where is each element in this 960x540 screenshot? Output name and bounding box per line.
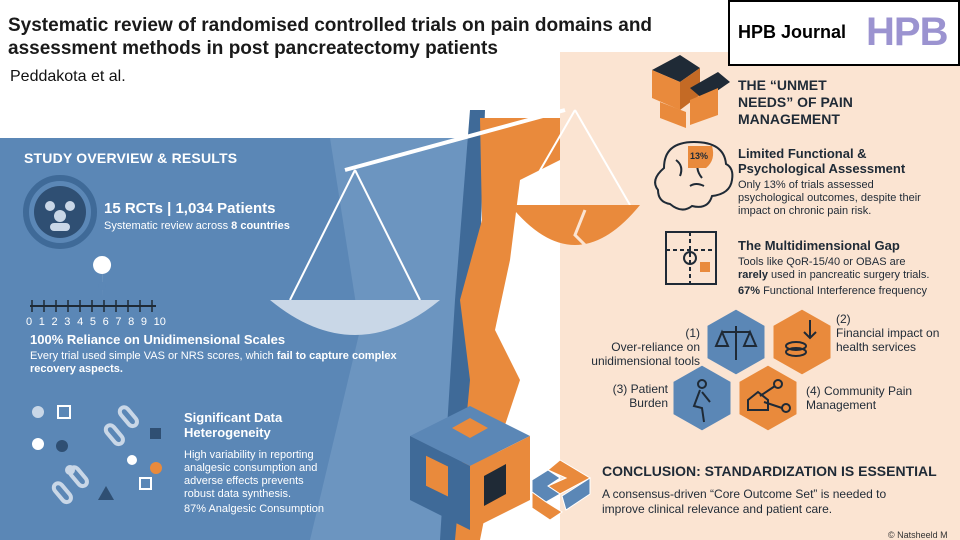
multidimensional-gap-text: Tools like QoR-15/40 or OBAS are rarely … — [738, 256, 930, 281]
heterogeneity-text: High variability in reporting analgesic … — [184, 449, 318, 500]
right-pan — [510, 205, 640, 245]
limited-assessment-text: Only 13% of trials assessed psychologica… — [738, 179, 921, 217]
woven-emblem-icon — [531, 459, 592, 521]
pan-crack — [573, 209, 590, 271]
unidimensional-text: Every trial used simple VAS or NRS score… — [30, 350, 397, 375]
hex-label-4: (4) Community Pain Management — [806, 384, 913, 412]
badge-shape — [688, 146, 714, 168]
hpb-logo: HPB — [866, 10, 948, 54]
conclusion-heading: CONCLUSION: STANDARDIZATION IS ESSENTIAL — [602, 463, 937, 479]
author-line: Peddakota et al. — [10, 68, 126, 85]
overview-heading: STUDY OVERVIEW & RESULTS — [24, 150, 238, 166]
journal-name: HPB Journal — [738, 22, 847, 42]
blueprint-icon — [665, 231, 717, 285]
page-title: Systematic review of randomised controll… — [8, 15, 653, 59]
isometric-cube-icon — [410, 406, 530, 530]
hex-4 — [736, 362, 800, 434]
heterogeneity-heading: Significant Data Heterogeneity — [184, 410, 283, 440]
unmet-needs-panel-background — [560, 52, 960, 540]
unidimensional-heading: 100% Reliance on Unidimensional Scales — [30, 332, 286, 347]
puzzle-cubes-icon — [652, 55, 730, 128]
hex-label-1: (1)Over-reliance on unidimensional tools — [591, 326, 700, 368]
countries-note: Systematic review across 8 countries — [104, 220, 290, 232]
balance-beam — [344, 108, 566, 172]
conclusion-text: A consensus-driven “Core Outcome Set” is… — [602, 487, 887, 516]
percent-badge: 13% — [690, 151, 709, 161]
community-icon — [747, 390, 769, 411]
functional-interference-stat: 67% Functional Interference frequency — [738, 285, 927, 297]
hex-3 — [670, 362, 734, 434]
rct-count: 15 RCTs | 1,034 Patients — [104, 200, 276, 217]
location-pin-icon — [93, 256, 112, 298]
limited-assessment-heading: Limited Functional & Psychological Asses… — [738, 146, 906, 176]
image-credit: © Natsheeld M — [888, 530, 948, 540]
patient-icon — [697, 379, 707, 389]
coins-icon — [785, 347, 807, 357]
heterogeneity-stat: 87% Analgesic Consumption — [184, 503, 325, 515]
hex-label-2: (2)Financial impact on health services — [836, 312, 940, 354]
unmet-needs-heading: THE “UNMET NEEDS” OF PAIN MANAGEMENT — [738, 77, 853, 127]
hex-label-3: (3) Patient Burden — [612, 382, 668, 410]
group-icon-ring — [23, 175, 97, 249]
journal-badge[interactable]: HPB Journal HPB — [728, 0, 960, 66]
left-pan — [270, 300, 440, 335]
multidimensional-gap-heading: The Multidimensional Gap — [738, 238, 900, 253]
heterogeneity-icon — [32, 405, 162, 505]
